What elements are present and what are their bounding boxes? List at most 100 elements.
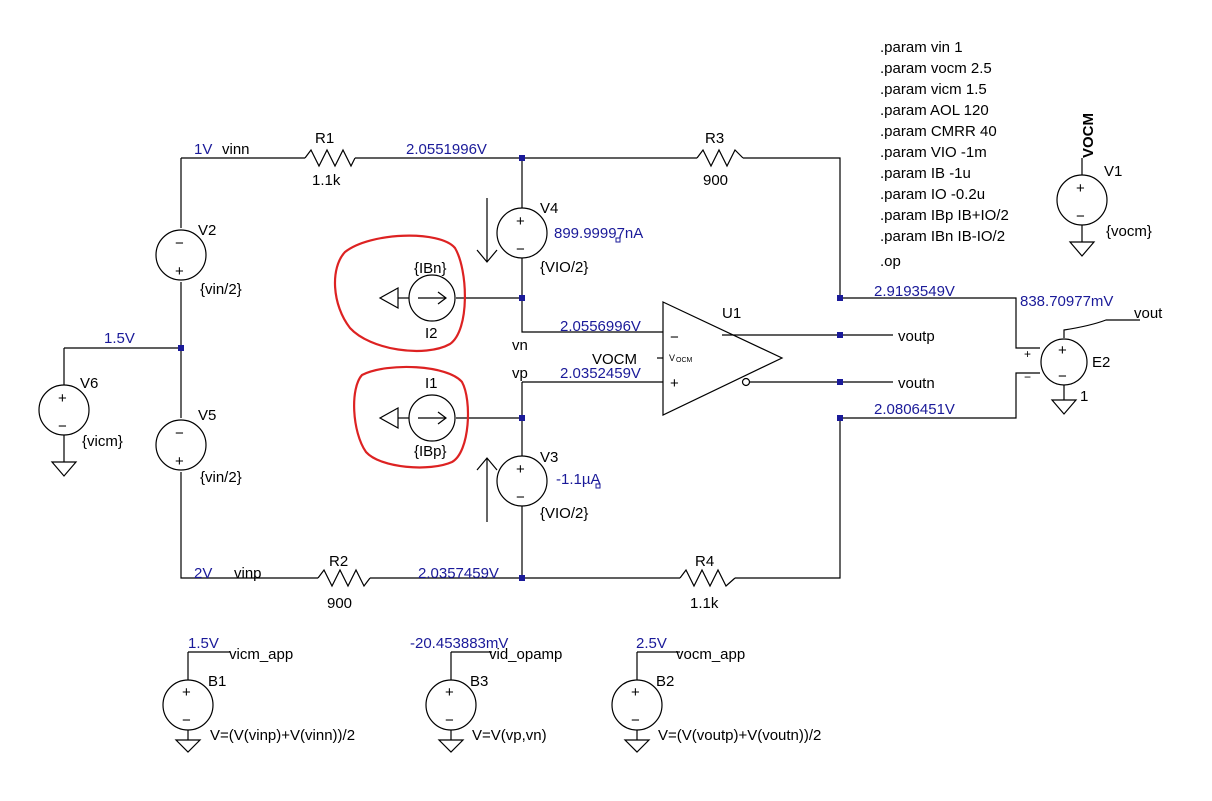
- ground-icon: [174, 739, 202, 753]
- ground-icon: [623, 739, 651, 753]
- current-source-i2[interactable]: {IBn} I2: [378, 260, 456, 342]
- resistor-r4[interactable]: R4 1.1k: [679, 553, 736, 612]
- junction-dots: [178, 155, 843, 581]
- bsource-b2[interactable]: + − B2 V=(V(voutp)+V(voutn))/2: [611, 673, 821, 744]
- v6-value: {vicm}: [82, 433, 123, 450]
- e2-minus: −: [1058, 368, 1067, 385]
- vocm-net-label: VOCM: [1080, 113, 1097, 158]
- r1-value: 1.1k: [312, 172, 341, 189]
- voltage-source-v5[interactable]: − + V5 {vin/2}: [155, 407, 242, 486]
- op-vicm-app: 1.5V: [188, 635, 219, 652]
- param-line: .param VIO -1m: [880, 144, 987, 161]
- net-vinp: vinp: [234, 565, 262, 582]
- bsource-b1[interactable]: + − B1 V=(V(vinp)+V(vinn))/2: [162, 673, 355, 744]
- r3-value: 900: [703, 172, 728, 189]
- v5-minus: −: [175, 425, 184, 442]
- param-line: .param CMRR 40: [880, 123, 997, 140]
- wires: [63, 157, 1140, 740]
- e2-in-plus: +: [1024, 347, 1031, 361]
- r3-name: R3: [705, 130, 724, 147]
- current-arrow-icon: [476, 457, 498, 522]
- b2-minus: −: [631, 712, 640, 729]
- net-vn: vn: [512, 337, 528, 354]
- net-vid-opamp: vid_opamp: [489, 646, 562, 663]
- net-vicm-app: vicm_app: [229, 646, 293, 663]
- net-voutp: voutp: [898, 328, 935, 345]
- b1-plus: +: [182, 684, 191, 701]
- current-source-i1[interactable]: I1 {IBp}: [378, 375, 456, 460]
- param-line: .param IBp IB+IO/2: [880, 207, 1009, 224]
- op-mid: 1.5V: [104, 330, 135, 347]
- b1-expr: V=(V(vinp)+V(vinn))/2: [210, 727, 355, 744]
- v2-minus: −: [175, 235, 184, 252]
- net-vocm-app: vocm_app: [676, 646, 745, 663]
- v3-minus: −: [516, 489, 525, 506]
- op-n-bot: 2.0357459V: [418, 565, 499, 582]
- bsource-b3[interactable]: + − B3 V=V(vp,vn): [425, 673, 547, 744]
- u1-vocm-pin: V: [669, 353, 675, 363]
- param-line: .param IBn IB-IO/2: [880, 228, 1005, 245]
- v4-value: {VIO/2}: [540, 259, 588, 276]
- op-results: 1V 2V 1.5V 2.0551996V 2.0357459V 2.05569…: [104, 141, 1113, 652]
- voltage-source-v4[interactable]: + − V4 {VIO/2}: [496, 200, 588, 276]
- e2-in-minus: −: [1024, 370, 1031, 384]
- net-vp: vp: [512, 365, 528, 382]
- resistor-r2[interactable]: R2 900: [317, 553, 371, 612]
- v1-minus: −: [1076, 208, 1085, 225]
- v2-value: {vin/2}: [200, 281, 242, 298]
- u1-plus-pin: +: [670, 375, 679, 392]
- voltage-source-v2[interactable]: − + V2 {vin/2}: [155, 222, 242, 298]
- voltage-source-v6[interactable]: + − V6 {vicm}: [38, 375, 123, 450]
- op-i-v4: 899.99997nA: [554, 225, 643, 242]
- e2-name: E2: [1092, 354, 1110, 371]
- current-probe-marker: [615, 237, 621, 243]
- op-vinn: 1V: [194, 141, 212, 158]
- u1-vocm-label: VOCM: [592, 351, 637, 368]
- e2-value: 1: [1080, 388, 1088, 405]
- v6-minus: −: [58, 418, 67, 435]
- op-i-v3: -1.1µA: [556, 471, 601, 488]
- param-line: .param IO -0.2u: [880, 186, 985, 203]
- vcvs-e2[interactable]: + − + − E2 1: [1024, 338, 1110, 405]
- i2-value: {IBn}: [414, 260, 447, 277]
- v1-value: {vocm}: [1106, 223, 1152, 240]
- b1-minus: −: [182, 712, 191, 729]
- param-line: .param vicm 1.5: [880, 81, 987, 98]
- op-voutp: 2.9193549V: [874, 283, 955, 300]
- v5-plus: +: [175, 453, 184, 470]
- v4-plus: +: [516, 213, 525, 230]
- current-arrow-icon: [476, 198, 498, 263]
- op-vp: 2.0352459V: [560, 365, 641, 382]
- v5-value: {vin/2}: [200, 469, 242, 486]
- b3-plus: +: [445, 684, 454, 701]
- param-line: .param vocm 2.5: [880, 60, 992, 77]
- resistor-r1[interactable]: R1 1.1k: [304, 130, 356, 189]
- net-labels: vinn vinp vn vp voutp voutn vout vicm_ap…: [222, 141, 1163, 663]
- op-vocm-app: 2.5V: [636, 635, 667, 652]
- voltage-source-v3[interactable]: + − V3 {VIO/2}: [496, 449, 588, 522]
- v1-plus: +: [1076, 180, 1085, 197]
- ground-icon: [50, 461, 78, 477]
- v3-name: V3: [540, 449, 558, 466]
- v6-name: V6: [80, 375, 98, 392]
- v5-name: V5: [198, 407, 216, 424]
- op-vout: 838.70977mV: [1020, 293, 1113, 310]
- ground-icon: [1050, 399, 1078, 415]
- u1-name: U1: [722, 305, 741, 322]
- net-vout: vout: [1134, 305, 1163, 322]
- op-vinp: 2V: [194, 565, 212, 582]
- voltage-source-v1[interactable]: + − V1 {vocm} VOCM: [1056, 113, 1152, 240]
- param-line: .param IB -1u: [880, 165, 971, 182]
- spice-directives[interactable]: .param vin 1 .param vocm 2.5 .param vicm…: [880, 39, 1009, 270]
- r4-name: R4: [695, 553, 714, 570]
- resistor-r3[interactable]: R3 900: [696, 130, 744, 189]
- opamp-u1[interactable]: − + V OCM U1 VOCM: [592, 301, 784, 416]
- op-voutn: 2.0806451V: [874, 401, 955, 418]
- b3-minus: −: [445, 712, 454, 729]
- r2-value: 900: [327, 595, 352, 612]
- b2-plus: +: [631, 684, 640, 701]
- b1-name: B1: [208, 673, 226, 690]
- op-vid-opamp: -20.453883mV: [410, 635, 508, 652]
- i1-name: I1: [425, 375, 438, 392]
